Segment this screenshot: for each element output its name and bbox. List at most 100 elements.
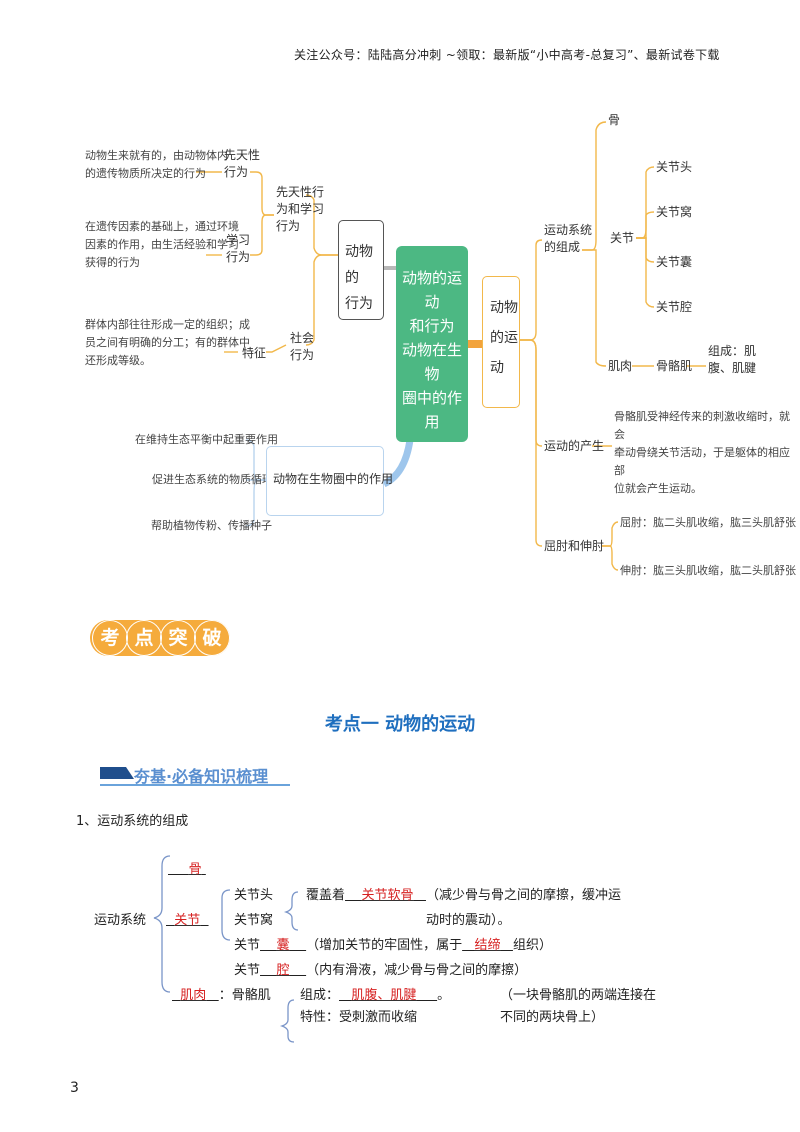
role-item: 在维持生态平衡中起重要作用 (135, 433, 278, 446)
muscle-line: 肌肉 ：骨骼肌 (172, 984, 270, 1003)
outline-root: 运动系统 (94, 913, 147, 928)
blank (260, 963, 277, 978)
blank (168, 862, 189, 877)
blank (290, 963, 307, 978)
behavior-title-line: 行为 (345, 296, 373, 312)
badge-char: 点 (126, 620, 162, 656)
capsule-prefix: 关节 (234, 938, 261, 953)
joint-part: 关节头 (656, 160, 693, 174)
answer-capsule: 囊 (276, 938, 290, 953)
movement-box: 动物 的运 动 (482, 276, 520, 408)
blank (260, 938, 277, 953)
answer-tissue: 结缔 (474, 938, 501, 953)
cartilage-line: 覆盖着 关节软骨 （减少骨与骨之间的摩擦，缓冲运 (306, 884, 621, 903)
comp-end: 。 (437, 988, 451, 1003)
band-marker-icon (100, 767, 134, 779)
cover-prefix: 覆盖着 (306, 888, 346, 903)
blank (290, 938, 307, 953)
cavity-note: （内有滑液，减少骨与骨之间的摩擦） (306, 963, 528, 978)
mind-map-connectors (196, 121, 706, 571)
mind-map-center: 动物的运动 和行为 动物在生物 圈中的作用 (396, 246, 468, 442)
innate-desc: 动物生来就有的，由动物体内 的遗传物质所决定的行为 (85, 147, 228, 183)
innate-learned-line: 为和学习 (276, 202, 325, 216)
role-title: 动物在生物圈中的作用 (273, 472, 394, 486)
role-box: 动物在生物圈中的作用 (266, 446, 394, 516)
system-label-line: 的组成 (544, 240, 581, 254)
movement-title-line: 的运 (490, 330, 518, 346)
page-number: 3 (70, 1080, 79, 1096)
joint-label: 关节 (610, 231, 635, 245)
center-line: 圈中的作用 (401, 389, 462, 431)
innate-learned-label: 先天性行 为和学习 行为 (276, 184, 324, 235)
innate-desc-line: 动物生来就有的，由动物体内 (85, 149, 228, 162)
system-label-line: 运动系统 (544, 223, 593, 237)
muscle-comp-line: 腹、肌腱 (708, 361, 757, 375)
bone-label: 骨 (608, 113, 621, 127)
produce-desc: 骨骼肌受神经传来的刺激收缩时，就会 牵动骨绕关节活动，于是躯体的相应部 位就会产… (614, 408, 800, 498)
outline-joint-line: 关节 (166, 909, 209, 928)
cavity-line: 关节 腔 （内有滑液，减少骨与骨之间的摩擦） (234, 959, 527, 978)
capsule-note: （增加关节的牢固性，属于 (306, 938, 463, 953)
band-title: 夯基·必备知识梳理 (134, 767, 269, 786)
blank (206, 988, 218, 1003)
flex-ext-label: 屈肘和伸肘 (544, 539, 605, 553)
joint-part: 关节囊 (656, 255, 693, 269)
trait-line: 特性：受刺激而收缩 (300, 1010, 418, 1025)
center-line: 动物在生物 (401, 341, 462, 383)
blank (416, 988, 437, 1003)
social-label-line: 行为 (290, 348, 315, 362)
outline-bone-line: 骨 (168, 858, 206, 877)
badge-char: 考 (92, 620, 128, 656)
learned-desc-line: 获得的行为 (85, 256, 140, 269)
feature-label: 特征 (242, 346, 267, 360)
innate-label: 先天性 行为 (224, 147, 260, 181)
joint-part: 关节窝 (656, 205, 693, 219)
joint-socket: 关节窝 (234, 913, 274, 928)
kaodian-badge: 考 点 突 破 (90, 620, 230, 656)
answer-joint: 关节 (174, 913, 201, 928)
social-desc-line: 群体内部往往形成一定的组织；成 (85, 318, 250, 331)
section-title: 考点一 动物的运动 (324, 714, 476, 735)
blank (200, 913, 208, 928)
innate-label-line: 先天性 (224, 148, 261, 162)
innate-desc-line: 的遗传物质所决定的行为 (85, 167, 206, 180)
flex-desc: 屈肘：肱二头肌收缩，肱三头肌舒张 (620, 516, 796, 529)
answer-composition: 肌腹、肌腱 (351, 988, 417, 1003)
produce-desc-line: 位就会产生运动。 (614, 482, 702, 495)
innate-label-line: 行为 (224, 165, 249, 179)
center-line: 动物的运动 (401, 269, 462, 311)
blank (202, 862, 206, 877)
answer-muscle: 肌肉 (180, 988, 207, 1003)
badge-char: 突 (160, 620, 196, 656)
cover-note: （减少骨与骨之间的摩擦，缓冲运 (425, 888, 621, 903)
social-label-line: 社会 (290, 331, 315, 345)
movement-title-line: 动物 (490, 300, 518, 316)
learned-label-line: 学习 (226, 233, 251, 247)
movement-title-line: 动 (490, 360, 504, 376)
comp-note-1: （一块骨骼肌的两端连接在 (500, 988, 657, 1003)
blank (339, 988, 351, 1003)
learned-desc-line: 在遗传因素的基础上，通过环境 (85, 220, 239, 233)
learned-desc: 在遗传因素的基础上，通过环境 因素的作用，由生活经验和学习 获得的行为 (85, 218, 239, 272)
cover-note-2: 动时的震动）。 (426, 913, 511, 928)
composition-line: 组成： 肌腹、肌腱 。 (300, 984, 450, 1003)
innate-learned-line: 行为 (276, 219, 301, 233)
ext-desc: 伸肘：肱三头肌收缩，肱二头肌舒张 (620, 564, 796, 577)
joint-head: 关节头 (234, 888, 274, 903)
comp-prefix: 组成： (300, 988, 340, 1003)
learned-label-line: 行为 (226, 250, 251, 264)
outline-braces (153, 855, 299, 1043)
role-item: 促进生态系统的物质循环 (152, 473, 273, 486)
answer-cavity: 腔 (276, 963, 290, 978)
center-line: 和行为 (409, 317, 455, 335)
social-desc-line: 员之间有明确的分工；有的群体中 (85, 336, 250, 349)
badge-char: 破 (194, 620, 230, 656)
produce-desc-line: 牵动骨绕关节活动，于是躯体的相应部 (614, 446, 790, 477)
answer-bone: 骨 (188, 862, 202, 877)
produce-desc-line: 骨骼肌受神经传来的刺激收缩时，就会 (614, 410, 790, 441)
role-item: 帮助植物传粉、传播种子 (151, 519, 272, 532)
blank (462, 938, 474, 953)
system-label: 运动系统 的组成 (544, 222, 592, 256)
muscle-comp-line: 组成：肌 (708, 344, 757, 358)
cavity-prefix: 关节 (234, 963, 261, 978)
